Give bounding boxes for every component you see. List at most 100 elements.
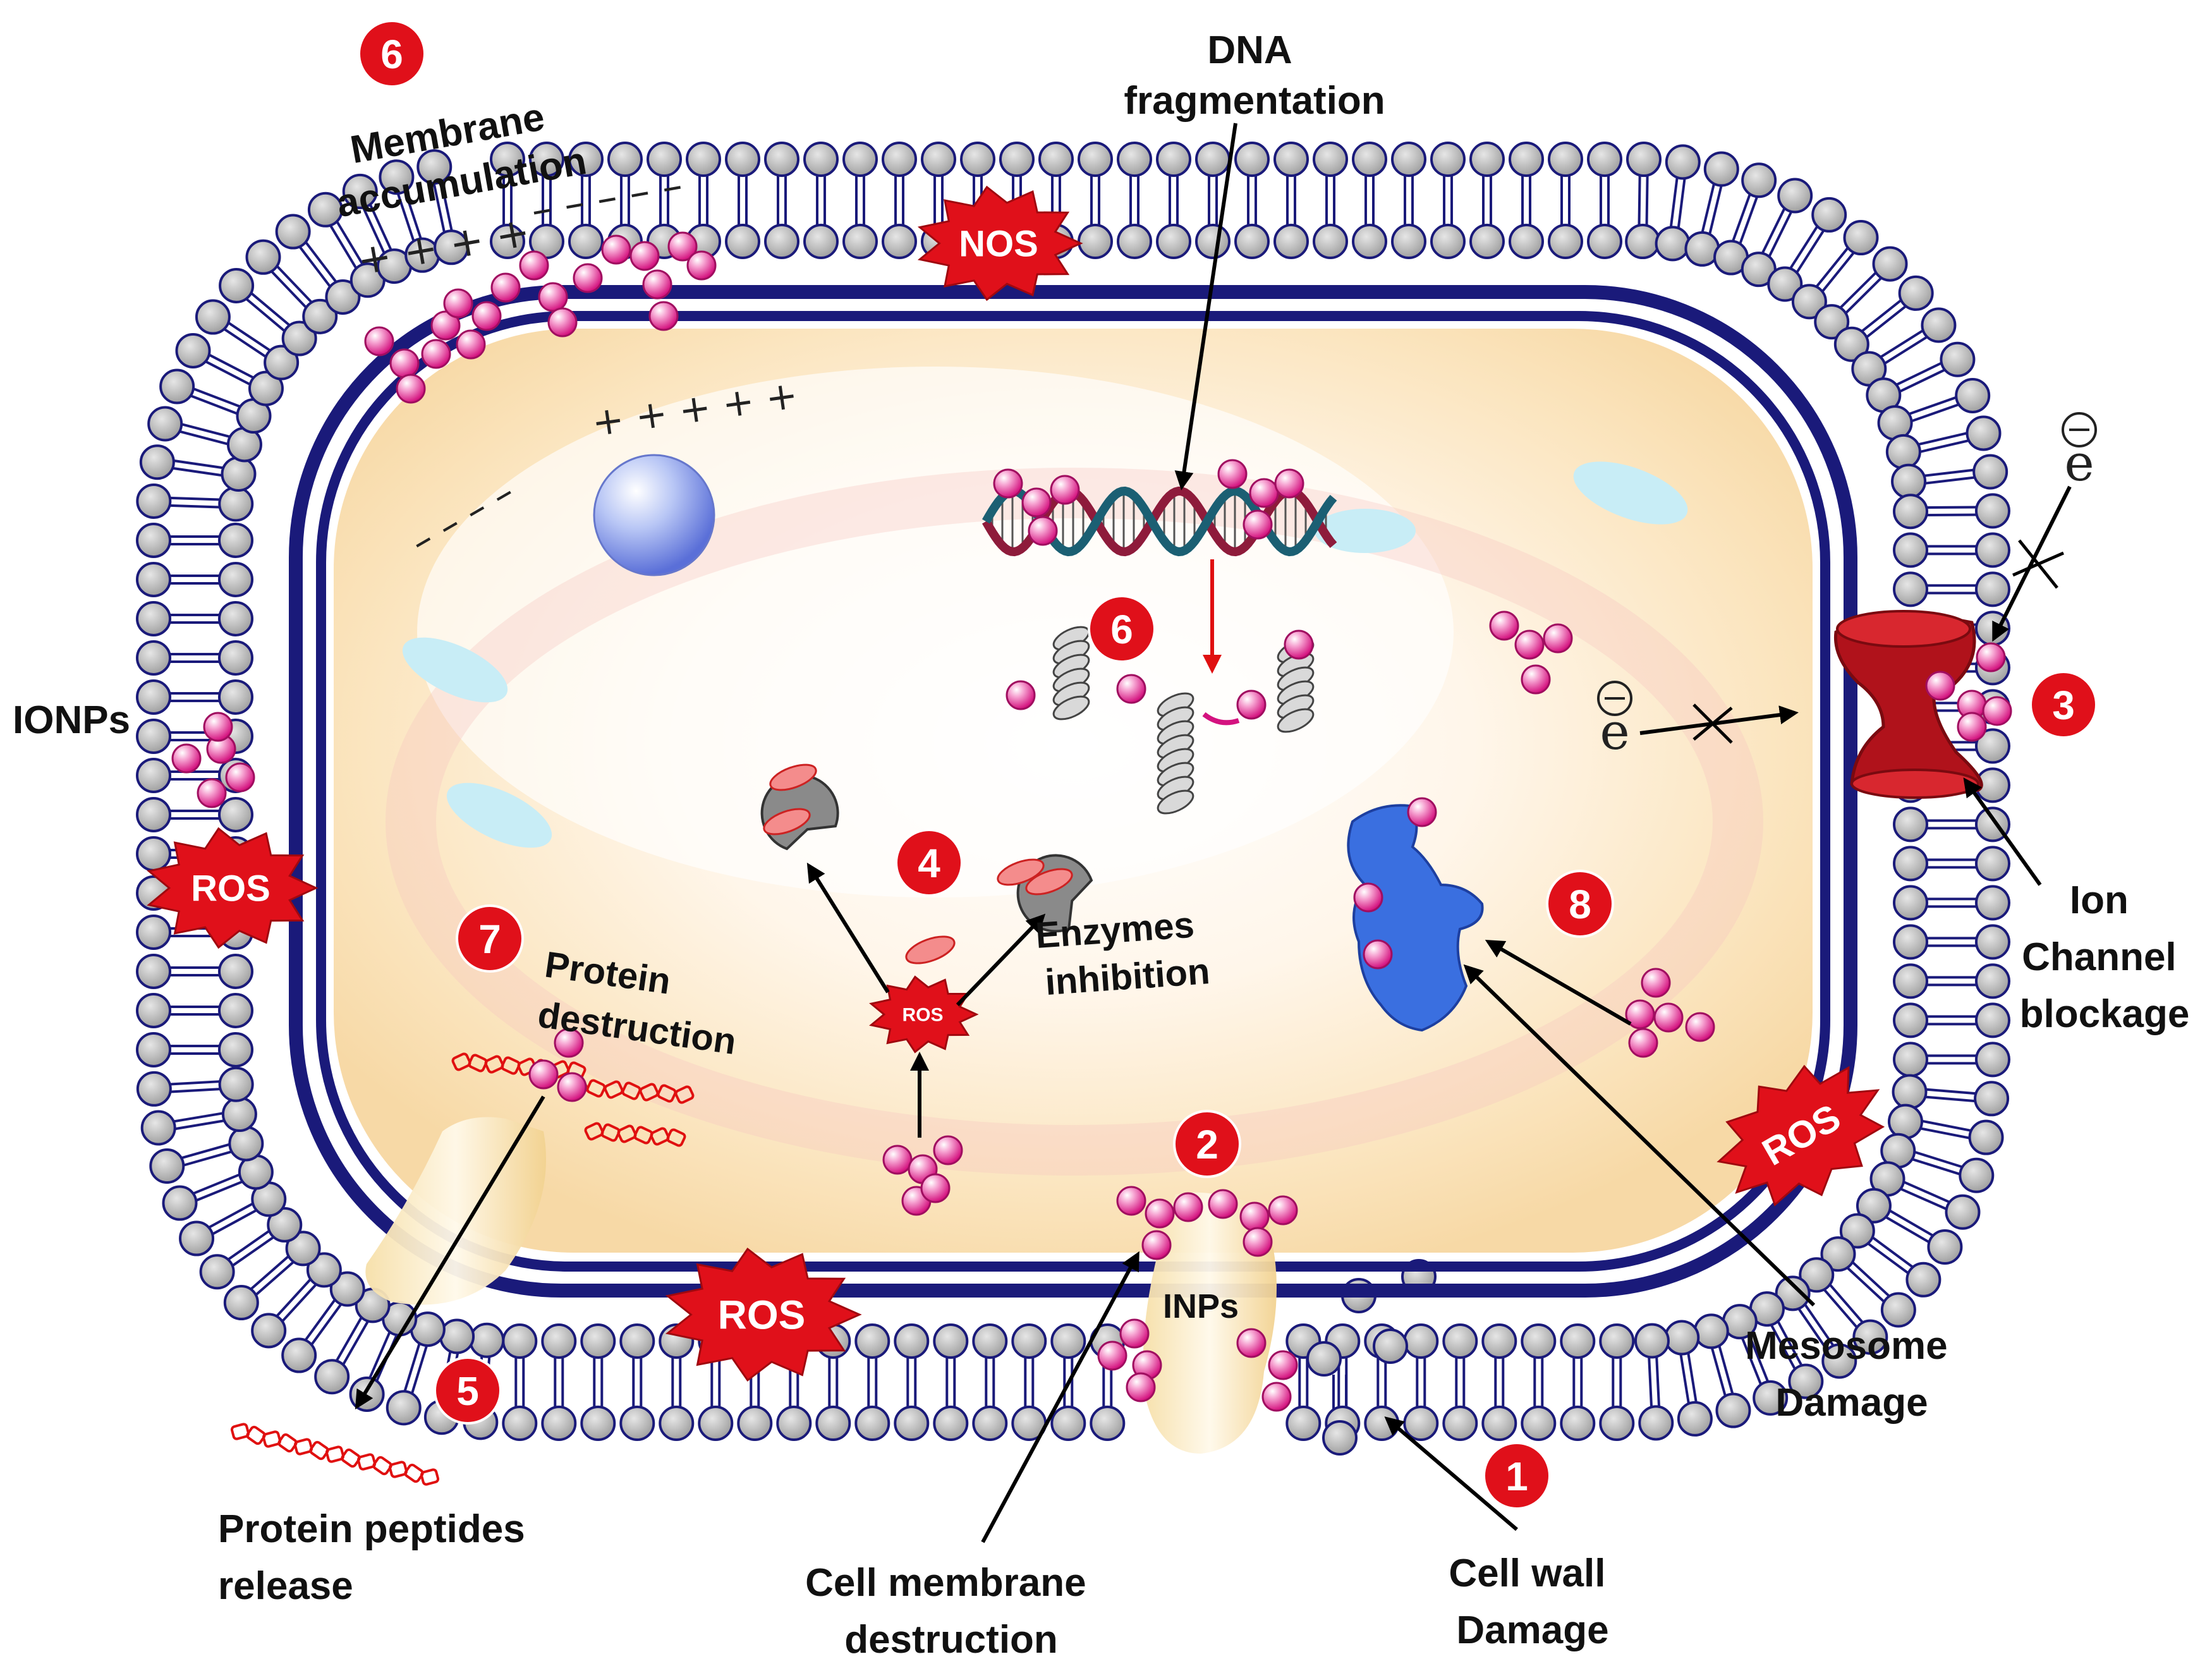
lipid-head bbox=[1078, 224, 1113, 259]
lipid-head bbox=[159, 368, 195, 404]
nanoparticle bbox=[1006, 680, 1036, 710]
lipid-head bbox=[1664, 1320, 1700, 1356]
lipid-head bbox=[218, 796, 253, 832]
badge-ion-channel: 3 bbox=[2029, 671, 2098, 739]
lipid-head bbox=[1959, 1157, 1995, 1193]
lipid-head bbox=[1403, 1406, 1439, 1441]
lipid-head bbox=[136, 483, 172, 519]
nanoparticle bbox=[1957, 712, 1987, 742]
lipid-head bbox=[218, 1066, 254, 1102]
label-ionps: IONPs bbox=[13, 698, 130, 742]
lipid-head bbox=[1626, 142, 1662, 178]
lipid-head bbox=[386, 1390, 422, 1426]
lipid-head bbox=[140, 1110, 176, 1146]
enzyme-fragment bbox=[905, 935, 956, 964]
nanoparticle bbox=[1126, 1372, 1156, 1402]
lipid-head bbox=[223, 1285, 259, 1321]
lipid-head bbox=[686, 142, 721, 177]
electron-top: e bbox=[2062, 412, 2097, 492]
nanoparticle bbox=[1653, 1002, 1684, 1033]
nanoparticle bbox=[1284, 629, 1314, 660]
lipid-head bbox=[894, 1406, 930, 1441]
svg-text:2: 2 bbox=[1196, 1122, 1218, 1167]
lipid-head bbox=[1974, 1081, 2010, 1117]
lipid-head bbox=[1509, 224, 1544, 259]
lipid-head bbox=[1078, 142, 1113, 177]
label-protein-peptides-release: Protein peptides release bbox=[218, 1507, 536, 1608]
dna-fragment bbox=[1052, 626, 1090, 721]
nanoparticle bbox=[1145, 1198, 1175, 1229]
lipid-head bbox=[1893, 885, 1928, 921]
lipid-head bbox=[854, 1323, 890, 1359]
lipid-head bbox=[894, 1323, 930, 1359]
nanoparticle bbox=[686, 250, 717, 281]
lipid-head bbox=[1891, 463, 1927, 499]
lipid-head bbox=[1788, 1363, 1824, 1399]
lipid-head bbox=[803, 142, 839, 177]
lipid-head bbox=[972, 1406, 1008, 1441]
svg-text:ROS: ROS bbox=[718, 1292, 806, 1337]
lipid-head bbox=[1481, 1406, 1517, 1441]
lipid-head bbox=[568, 142, 604, 177]
lipid-head bbox=[218, 640, 253, 676]
nanoparticle bbox=[1028, 516, 1058, 546]
lipid-head bbox=[307, 192, 343, 228]
ros-burst-left: ROS bbox=[147, 827, 319, 949]
lipid-head bbox=[1975, 846, 2010, 882]
label-cell-membrane-destruction: Cell membrane destruction bbox=[805, 1561, 1097, 1662]
badge-enzymes-inhibition: 4 bbox=[895, 829, 963, 897]
label-cell-wall-damage: Cell wall Damage bbox=[1449, 1552, 1616, 1652]
lipid-head bbox=[136, 914, 171, 950]
lipid-head bbox=[1442, 1323, 1478, 1359]
lipid-head bbox=[1975, 885, 2010, 921]
nanoparticle bbox=[389, 348, 420, 379]
lipid-head bbox=[136, 640, 171, 676]
nanoparticle bbox=[456, 329, 486, 360]
nanoparticle bbox=[421, 339, 451, 369]
nanoparticle bbox=[1173, 1192, 1203, 1222]
lipid-head bbox=[245, 239, 281, 275]
arrow-ros-to-enzyme-right bbox=[956, 913, 1046, 1007]
arrow-mesosome-damage bbox=[1463, 964, 1816, 1307]
badge-cell-wall-damage: 1 bbox=[1483, 1442, 1551, 1510]
nanoparticle bbox=[443, 288, 473, 319]
lipid-head bbox=[580, 1406, 616, 1441]
nanoparticle bbox=[430, 310, 461, 341]
lipid-head bbox=[921, 142, 956, 177]
cell-wall-outer-line bbox=[289, 285, 1857, 1298]
lipid-head bbox=[1352, 224, 1387, 259]
lipid-head bbox=[1285, 1406, 1322, 1441]
arrow-ion-channel-blockage bbox=[1963, 777, 2042, 886]
lipid-head bbox=[1693, 1313, 1729, 1349]
lipid-head bbox=[1521, 1406, 1557, 1441]
lipid-head bbox=[1893, 806, 1928, 842]
inclusion-body bbox=[402, 637, 508, 703]
lipid-head bbox=[434, 229, 470, 265]
nanoparticle bbox=[1543, 623, 1573, 654]
lipid-head bbox=[1599, 1323, 1635, 1359]
lipid-head bbox=[139, 444, 175, 480]
nanoparticle bbox=[933, 1135, 963, 1165]
nanoparticle bbox=[642, 269, 672, 300]
lipid-head bbox=[815, 1406, 851, 1441]
lipid-head bbox=[1560, 1323, 1596, 1359]
label-ion-channel-blockage: Ion Channel blockage bbox=[2020, 879, 2190, 1036]
lipid-head bbox=[136, 561, 171, 597]
lipid-head bbox=[1156, 142, 1191, 177]
lipid-head bbox=[1893, 924, 1928, 960]
lipid-head bbox=[1430, 224, 1466, 259]
lipid-head bbox=[1843, 220, 1879, 256]
lipid-head bbox=[541, 1406, 577, 1441]
nanoparticle bbox=[1641, 968, 1671, 998]
ros-burst-enzymes: ROS bbox=[869, 975, 979, 1054]
nanoparticle bbox=[490, 272, 521, 303]
lipid-head bbox=[882, 224, 917, 259]
nanoparticle bbox=[225, 762, 255, 793]
lipid-head bbox=[1777, 178, 1813, 214]
lipid-head bbox=[737, 1406, 773, 1441]
nanoparticle bbox=[1119, 1318, 1150, 1349]
lipid-head bbox=[264, 344, 300, 380]
lipid-head bbox=[1195, 224, 1231, 259]
